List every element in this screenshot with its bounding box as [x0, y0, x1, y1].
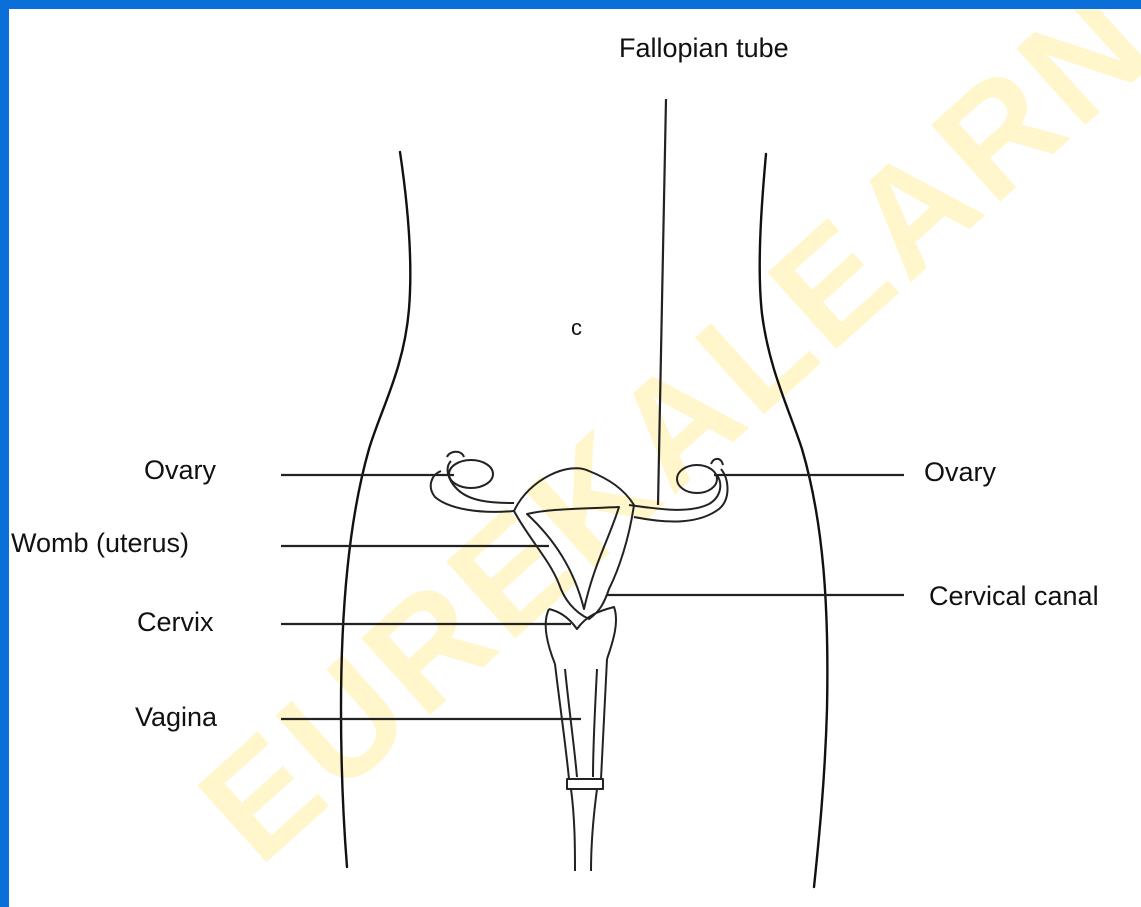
label-cervical-canal: Cervical canal: [929, 581, 1099, 611]
watermark: EUREKALEARN: [168, 9, 1141, 893]
vagina-inner: [565, 669, 597, 777]
label-cervix: Cervix: [137, 607, 214, 637]
vaginal-canal-lower: [571, 789, 597, 871]
label-ovary-right: Ovary: [924, 457, 997, 487]
label-ovary-left: Ovary: [144, 455, 217, 485]
fimbriae-left: [447, 452, 464, 457]
label-marker-c: c: [571, 315, 582, 340]
label-vagina: Vagina: [135, 702, 218, 732]
ovary-left-shape: [449, 460, 493, 488]
anatomy-diagram: EUREKALEARN Fallopian tube Ov: [9, 9, 1141, 907]
label-womb: Womb (uterus): [11, 528, 189, 558]
diagram-frame: EUREKALEARN Fallopian tube Ov: [9, 9, 1141, 907]
label-fallopian-tube: Fallopian tube: [619, 33, 789, 63]
vaginal-opening: [567, 779, 603, 789]
